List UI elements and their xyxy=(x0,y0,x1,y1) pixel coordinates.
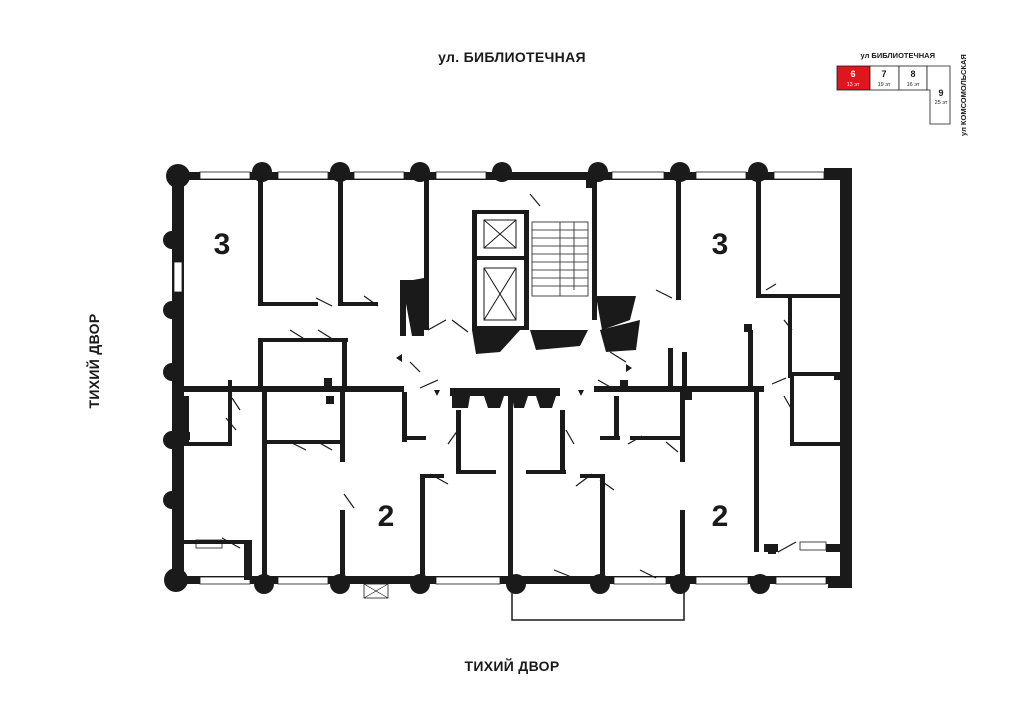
elevator xyxy=(483,219,517,321)
core-wedges xyxy=(402,278,640,408)
minimap-section-7-number: 7 xyxy=(881,69,886,79)
room-count-top-left: 3 xyxy=(214,228,231,261)
minimap-section-6[interactable] xyxy=(836,65,871,91)
minimap-street-top: ул БИБЛИОТЕЧНАЯ xyxy=(861,51,935,60)
minimap-section-7-floors: 19 эт xyxy=(878,82,891,88)
street-label-top: ул. БИБЛИОТЕЧНАЯ xyxy=(438,49,586,65)
minimap-street-side: ул КОМСОМОЛЬСКАЯ xyxy=(959,54,968,136)
corridor-arrows xyxy=(396,354,632,396)
street-label-bottom: ТИХИЙ ДВОР xyxy=(464,658,560,674)
room-count-bottom-left: 2 xyxy=(378,500,395,533)
room-count-bottom-right: 2 xyxy=(712,500,729,533)
section-minimap: ул БИБЛИОТЕЧНАЯ ул КОМСОМОЛЬСКАЯ 6 13 эт… xyxy=(836,51,968,136)
minimap-section-8-floors: 16 эт xyxy=(907,82,920,88)
doors xyxy=(221,193,797,579)
minimap-section-6-number: 6 xyxy=(850,69,855,79)
vent-shafts xyxy=(182,180,842,554)
interior-walls xyxy=(184,180,840,580)
minimap-section-8[interactable] xyxy=(898,65,928,91)
minimap-section-6-floors: 13 эт xyxy=(847,82,860,88)
staircase xyxy=(531,221,589,297)
minimap-section-9-number: 9 xyxy=(938,88,943,98)
balcony xyxy=(195,539,827,621)
minimap-section-9-floors: 25 эт xyxy=(935,100,948,106)
room-count-top-right: 3 xyxy=(712,228,729,261)
minimap-section-8-number: 8 xyxy=(910,69,915,79)
windows xyxy=(173,171,827,585)
minimap-section-7[interactable] xyxy=(869,65,900,91)
minimap-section-9[interactable] xyxy=(926,65,951,125)
